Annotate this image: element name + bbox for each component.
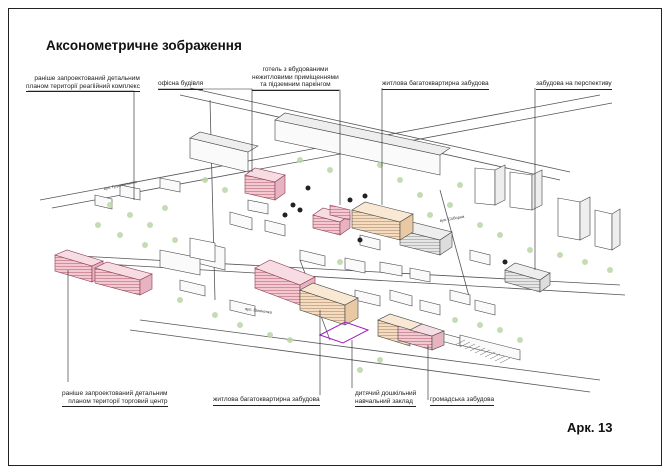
street-label-shevchenka: вул. Шевченка	[245, 306, 273, 315]
beige-residential-top	[351, 201, 414, 241]
label-office: офісна будівля	[158, 80, 204, 90]
label-line: раніше запроектований детальним	[62, 390, 168, 397]
label-line: раніше запроектований детальним	[34, 75, 140, 82]
label-line: дитячий дошкільний	[355, 390, 417, 397]
dark-trees	[282, 185, 508, 265]
sheet-number: Арк. 13	[567, 420, 613, 435]
grey-residential	[399, 221, 551, 293]
street-label-soborna: вул. Соборна	[439, 214, 465, 223]
label-line: планом території реагіійний комплекс	[26, 82, 140, 90]
sheet-frame	[8, 8, 662, 466]
beige-residential-bottom	[299, 282, 445, 351]
label-residential-bottom: житлова багатоквартирна забудова	[213, 396, 320, 406]
label-line: нежитловими приміщеннями	[252, 73, 339, 81]
label-shopping-center: раніше запроектований детальним планом т…	[62, 390, 168, 407]
perspective-buildings	[189, 164, 621, 263]
label-public: громадська забудова	[430, 396, 495, 406]
trees	[95, 157, 613, 373]
label-recreation-complex: раніше запроектований детальним планом т…	[26, 75, 140, 92]
label-line: навчальний заклад	[355, 397, 413, 405]
label-line: готель з вбудованими	[262, 66, 329, 73]
kindergarten-outline	[318, 321, 370, 344]
existing-buildings	[94, 112, 521, 361]
parking	[454, 339, 511, 364]
label-perspective: забудова на перспективу	[536, 80, 612, 90]
page-title: Аксонометричне зображення	[46, 38, 242, 53]
label-residential-top: житлова багатоквартирна забудова	[382, 80, 489, 90]
label-line: планом території торговий центр	[68, 397, 168, 405]
label-line: та підземним паркінгом	[260, 81, 331, 88]
label-kindergarten: дитячий дошкільний навчальний заклад	[355, 390, 417, 407]
label-hotel: готель з вбудованими нежитловими приміще…	[252, 66, 339, 91]
